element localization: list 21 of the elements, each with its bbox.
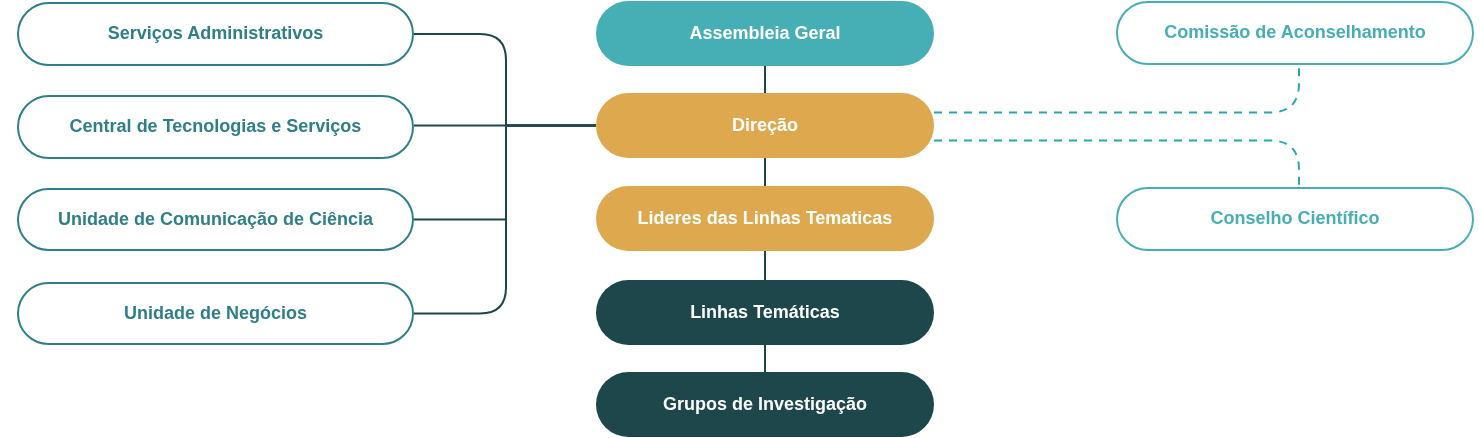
unit-label: Unidade de Comunicação de Ciência — [57, 208, 374, 231]
unit-label: Conselho Científico — [1210, 208, 1380, 230]
unit-label: Linhas Temáticas — [690, 301, 840, 324]
unit-label: Assembleia Geral — [689, 22, 841, 45]
unit-label: Unidade de Negócios — [123, 302, 307, 325]
unit-pill — [17, 2, 414, 66]
unit-label: Direção — [731, 114, 798, 137]
connector-line — [764, 65, 766, 94]
unit-pill — [17, 95, 414, 159]
connector-line — [413, 124, 597, 315]
unit-label: Comissão de Aconselhamento — [1164, 22, 1426, 44]
unit-label: Lideres das Linhas Tematicas — [637, 207, 893, 230]
unit-label: Central de Tecnologias e Serviços — [69, 116, 362, 138]
unit-label: Serviços Administrativos — [107, 23, 324, 45]
unit-pill — [1116, 187, 1474, 251]
unit-label: Grupos de Investigação — [662, 393, 868, 416]
connector-line — [764, 157, 766, 187]
dashed-connector — [933, 139, 1300, 188]
connector-line — [764, 344, 766, 373]
connector-line — [764, 250, 766, 281]
unit-pill — [1116, 1, 1474, 65]
